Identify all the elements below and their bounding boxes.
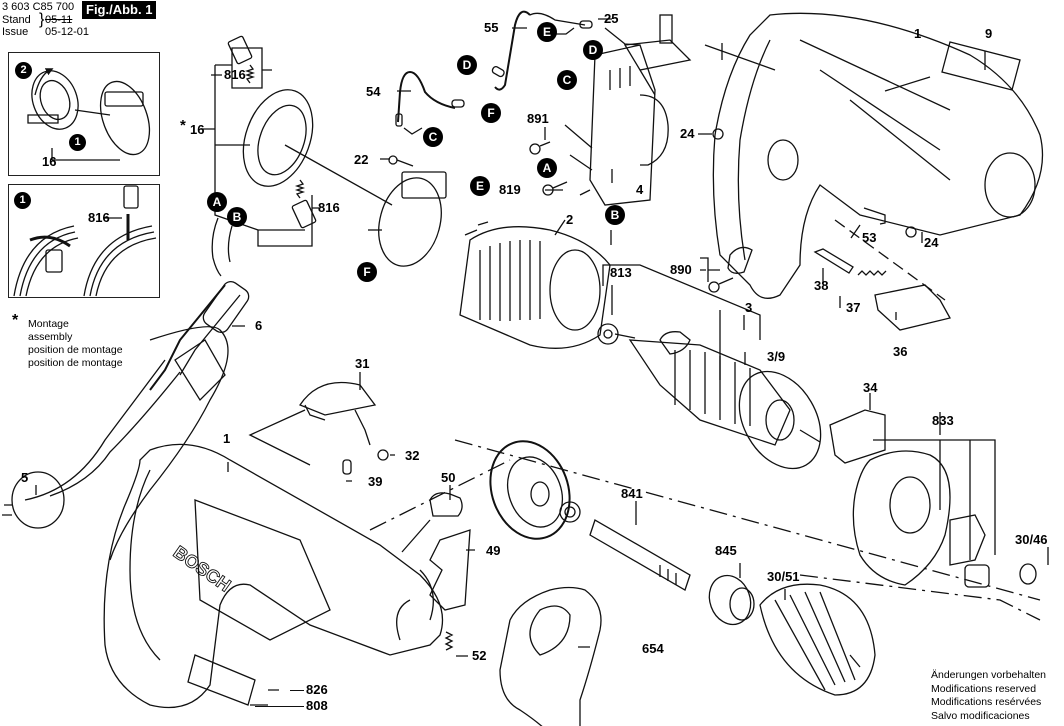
part-31: 31 — [355, 356, 370, 371]
part-49: 49 — [486, 543, 501, 558]
part-34: 34 — [863, 380, 878, 395]
issue-date: 05-12-01 — [45, 26, 90, 38]
part-55: 55 — [484, 20, 499, 35]
leader-826 — [290, 690, 304, 691]
part-816-lower: 816 — [318, 200, 340, 215]
step-2-badge: 2 — [15, 62, 32, 79]
stator-drawing — [459, 221, 611, 349]
leader-808 — [255, 706, 304, 707]
stand-label: Stand — [2, 14, 31, 26]
screw-819 — [542, 181, 568, 196]
issue-label: Issue — [2, 26, 29, 38]
part-833: 833 — [932, 413, 954, 428]
connector-e-badge: E — [537, 22, 557, 42]
part-890: 890 — [670, 262, 692, 277]
part-2: 2 — [566, 212, 574, 227]
part-37: 37 — [846, 300, 861, 315]
figure-label: Fig./Abb. 1 — [82, 1, 157, 19]
modifications-note: Änderungen vorbehalten Modifications res… — [931, 669, 1046, 723]
connector-b-badge: B — [227, 207, 247, 227]
part-3-9: 3/9 — [767, 349, 786, 364]
part-53: 53 — [862, 230, 877, 245]
inset-1-brush-ring-drawing — [27, 68, 151, 161]
part-50: 50 — [441, 470, 456, 485]
connector-a-badge: A — [207, 192, 227, 212]
footer-line: Modifications resérvées — [931, 696, 1042, 708]
part-826: 826 — [306, 682, 328, 697]
part-891: 891 — [527, 111, 549, 126]
part-22: 22 — [354, 152, 369, 167]
brand-logo: BOSCH — [170, 542, 235, 596]
inset-part-816-label: 816 — [88, 210, 110, 225]
footer-line: Modifications reserved — [931, 682, 1037, 695]
part-5: 5 — [21, 470, 29, 485]
note-line: position de montage — [28, 344, 123, 356]
part-39: 39 — [368, 474, 383, 489]
step-1-badge: 1 — [69, 134, 86, 151]
gear-drawing — [489, 440, 571, 540]
connector-d-badge-switch: D — [583, 40, 603, 60]
screw-891 — [529, 141, 551, 155]
gear-case-drawing — [852, 450, 951, 586]
assembly-note: Montage assembly position de montage pos… — [28, 318, 123, 370]
part-1-housing: 1 — [914, 26, 922, 41]
footer-line: Änderungen vorbehalten — [931, 669, 1047, 681]
armature-drawing — [614, 331, 822, 470]
part-4: 4 — [636, 182, 644, 197]
part-32: 32 — [405, 448, 420, 463]
part-813: 813 — [610, 265, 632, 280]
inset2-step-1-badge: 1 — [14, 192, 31, 209]
inset-part-16-label: 16 — [42, 154, 57, 169]
connector-a-badge-switch: A — [537, 158, 557, 178]
connector-f-badge-holder: F — [357, 262, 377, 282]
part-25: 25 — [604, 11, 619, 26]
connector-e-badge-holder: E — [470, 176, 490, 196]
part-808: 808 — [306, 698, 328, 713]
part-16-star: * — [180, 117, 186, 134]
screw-22 — [388, 155, 414, 167]
connector-d-badge: D — [457, 55, 477, 75]
inset-brush-insertion — [8, 184, 160, 298]
part-54: 54 — [366, 84, 381, 99]
note-line: position de montage — [28, 357, 123, 369]
part-9: 9 — [985, 26, 993, 41]
footer-line: Salvo modificaciones — [931, 709, 1030, 722]
part-816-upper: 816 — [224, 67, 246, 82]
part-36: 36 — [893, 344, 908, 359]
note-line: Montage — [28, 318, 69, 330]
part-16: 16 — [190, 122, 205, 137]
brace-icon: } — [39, 11, 45, 28]
part-24-lower: 24 — [924, 235, 939, 250]
part-841: 841 — [621, 486, 643, 501]
part-number: 3 603 C85 700 — [2, 1, 75, 13]
housing-half-drawing — [712, 12, 1044, 299]
part-845: 845 — [715, 543, 737, 558]
connector-f-badge: F — [481, 103, 501, 123]
stand-date: 05-11 — [45, 14, 73, 26]
part-24-upper: 24 — [680, 126, 695, 141]
part-819: 819 — [499, 182, 521, 197]
chuck-drawing — [759, 583, 876, 696]
part-30-51: 30/51 — [767, 569, 800, 584]
connector-c-badge: C — [423, 127, 443, 147]
asterisk-marker: * — [12, 312, 19, 329]
part-30-46: 30/46 — [1015, 532, 1048, 547]
part-38: 38 — [814, 278, 829, 293]
inset-brush-holder-assembly — [8, 52, 160, 176]
note-line: assembly — [28, 331, 73, 343]
drill-housing-drawing — [103, 443, 444, 709]
part-52: 52 — [472, 648, 487, 663]
inset-2-brush-clip-drawing — [13, 185, 157, 297]
part-1-drill-body: 1 — [223, 431, 231, 446]
part-6: 6 — [255, 318, 263, 333]
part-3: 3 — [745, 300, 753, 315]
part-654: 654 — [642, 641, 664, 656]
connector-b-badge-switch: B — [605, 205, 625, 225]
connector-c-badge-switch: C — [557, 70, 577, 90]
